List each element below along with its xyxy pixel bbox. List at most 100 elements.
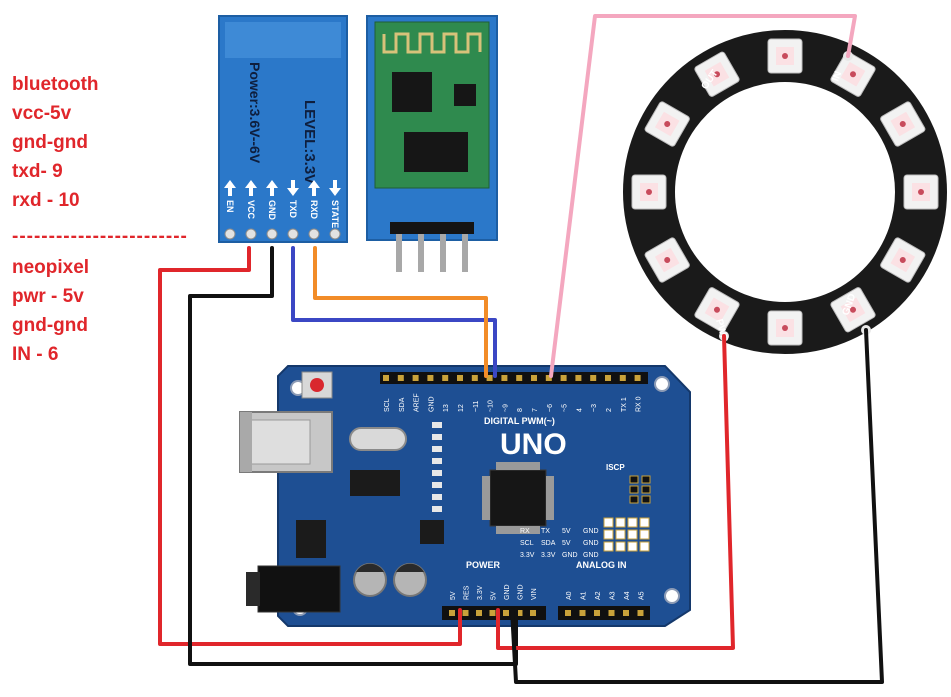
icsp-pin: [629, 485, 639, 494]
mount-hole: [664, 588, 680, 604]
bt-antenna-trace: [382, 32, 482, 54]
ring-led: [880, 101, 926, 147]
note-bt-title: bluetooth: [12, 74, 99, 95]
wire-ring-in-pin6: [549, 14, 857, 378]
power-pin-label: 3.3V: [477, 585, 484, 600]
ring-led: [694, 287, 740, 333]
header-label: GND: [583, 528, 599, 535]
extra-header-grid: [603, 517, 650, 552]
header-hole: [639, 529, 650, 540]
digital-pin-label: 2: [606, 408, 613, 412]
digital-pin-label: GND: [428, 396, 435, 412]
icsp-pin: [629, 495, 639, 504]
header-label: GND: [562, 552, 578, 559]
power-pin: [449, 610, 455, 616]
header-label: GND: [583, 540, 599, 547]
digital-pin: [471, 375, 478, 381]
analog-pin: [579, 610, 586, 616]
bt-back-header-pins: [390, 222, 474, 272]
bt-pin-arrow: [266, 180, 278, 196]
note-bt-rxd: rxd - 10: [12, 190, 80, 211]
wires: [158, 14, 884, 684]
header-label: SCL: [520, 540, 534, 547]
wire-bt-txd-pin9: [291, 246, 497, 378]
power-pin: [503, 610, 509, 616]
digital-pin: [605, 375, 611, 381]
dc-power-jack: [246, 565, 341, 613]
analog-pin-label: A1: [581, 591, 588, 600]
header-hole: [603, 517, 614, 528]
digital-pin-label: ~3: [591, 404, 598, 412]
digital-pin-label: ~9: [502, 404, 509, 412]
analog-pin: [637, 610, 644, 616]
digital-pin: [590, 375, 597, 381]
note-separator: ------------------------: [12, 226, 188, 247]
digital-pin-label: 12: [458, 404, 465, 412]
bt-front-shield: [225, 22, 341, 58]
digital-pin: [634, 375, 641, 381]
digital-pin: [619, 375, 626, 381]
header-hole: [615, 529, 626, 540]
bt-pin-label: STATE: [330, 200, 340, 228]
analog-pin-label: A3: [610, 591, 617, 600]
digital-pin-label: ~10: [488, 400, 495, 412]
digital-pin-label: RX 0: [636, 396, 643, 412]
note-np-in: IN - 6: [12, 344, 59, 365]
atmega-chip: [482, 462, 554, 534]
header-hole: [627, 541, 638, 552]
bt-pin-arrow: [329, 180, 341, 196]
wire-bt-rxd-pin10: [313, 246, 488, 378]
header-label: TX: [541, 528, 550, 535]
ring-led: [694, 51, 740, 97]
header-label: 3.3V: [520, 552, 535, 559]
bt-chip-small: [392, 72, 432, 112]
analog-pin: [608, 610, 615, 616]
usb-b-connector: [239, 411, 333, 473]
header-label: SDA: [541, 540, 556, 547]
header-label: 3.3V: [541, 552, 556, 559]
icsp-label: ISCP: [606, 463, 625, 472]
bt-pin-label: GND: [267, 200, 277, 221]
digital-pin: [427, 375, 434, 381]
digital-pwm-label: DIGITAL PWM(~): [484, 416, 555, 426]
ring-label-in: IN: [830, 70, 844, 83]
bt-pin-arrows: [224, 180, 341, 196]
bt-pin-arrow: [308, 180, 320, 196]
digital-pin-label: SDA: [399, 397, 406, 412]
bt-power-label: Power:3.6V--6V: [247, 62, 263, 164]
digital-pin: [531, 375, 537, 381]
header-label: RX: [520, 528, 530, 535]
power-pin: [516, 610, 523, 616]
reset-button-cap: [310, 378, 324, 392]
power-header-pins: [449, 610, 536, 616]
digital-pin: [486, 375, 493, 381]
digital-pin-label: TX 1: [621, 397, 628, 412]
bt-pin-label: RXD: [309, 200, 319, 220]
power-pin: [530, 610, 536, 616]
bt-pin-label: EN: [225, 200, 235, 213]
digital-pin-label: ~5: [562, 404, 569, 412]
bt-pin-pad: [329, 228, 341, 240]
usb-chip: [350, 470, 400, 496]
power-pin-label: 5V: [450, 591, 457, 600]
analog-pin: [594, 610, 600, 616]
digital-pin: [560, 375, 567, 381]
analog-pin-label: A0: [566, 591, 573, 600]
digital-pin-label: SCL: [384, 398, 391, 412]
ring-leds: [631, 38, 939, 346]
note-np-title: neopixel: [12, 257, 90, 278]
header-hole: [603, 541, 614, 552]
power-pin-label: RES: [464, 585, 471, 600]
header-label: 5V: [562, 540, 571, 547]
board-label: UNO: [500, 428, 567, 461]
wire-ring-pwr-5v: [496, 334, 735, 650]
note-np-gnd: gnd-gnd: [12, 315, 88, 336]
bt-pin-pads: [224, 228, 341, 240]
digital-pin: [397, 375, 404, 381]
bt-pin-arrow: [287, 180, 299, 196]
crystal-oscillator: [349, 427, 407, 451]
digital-pin-label: ~11: [473, 401, 480, 412]
